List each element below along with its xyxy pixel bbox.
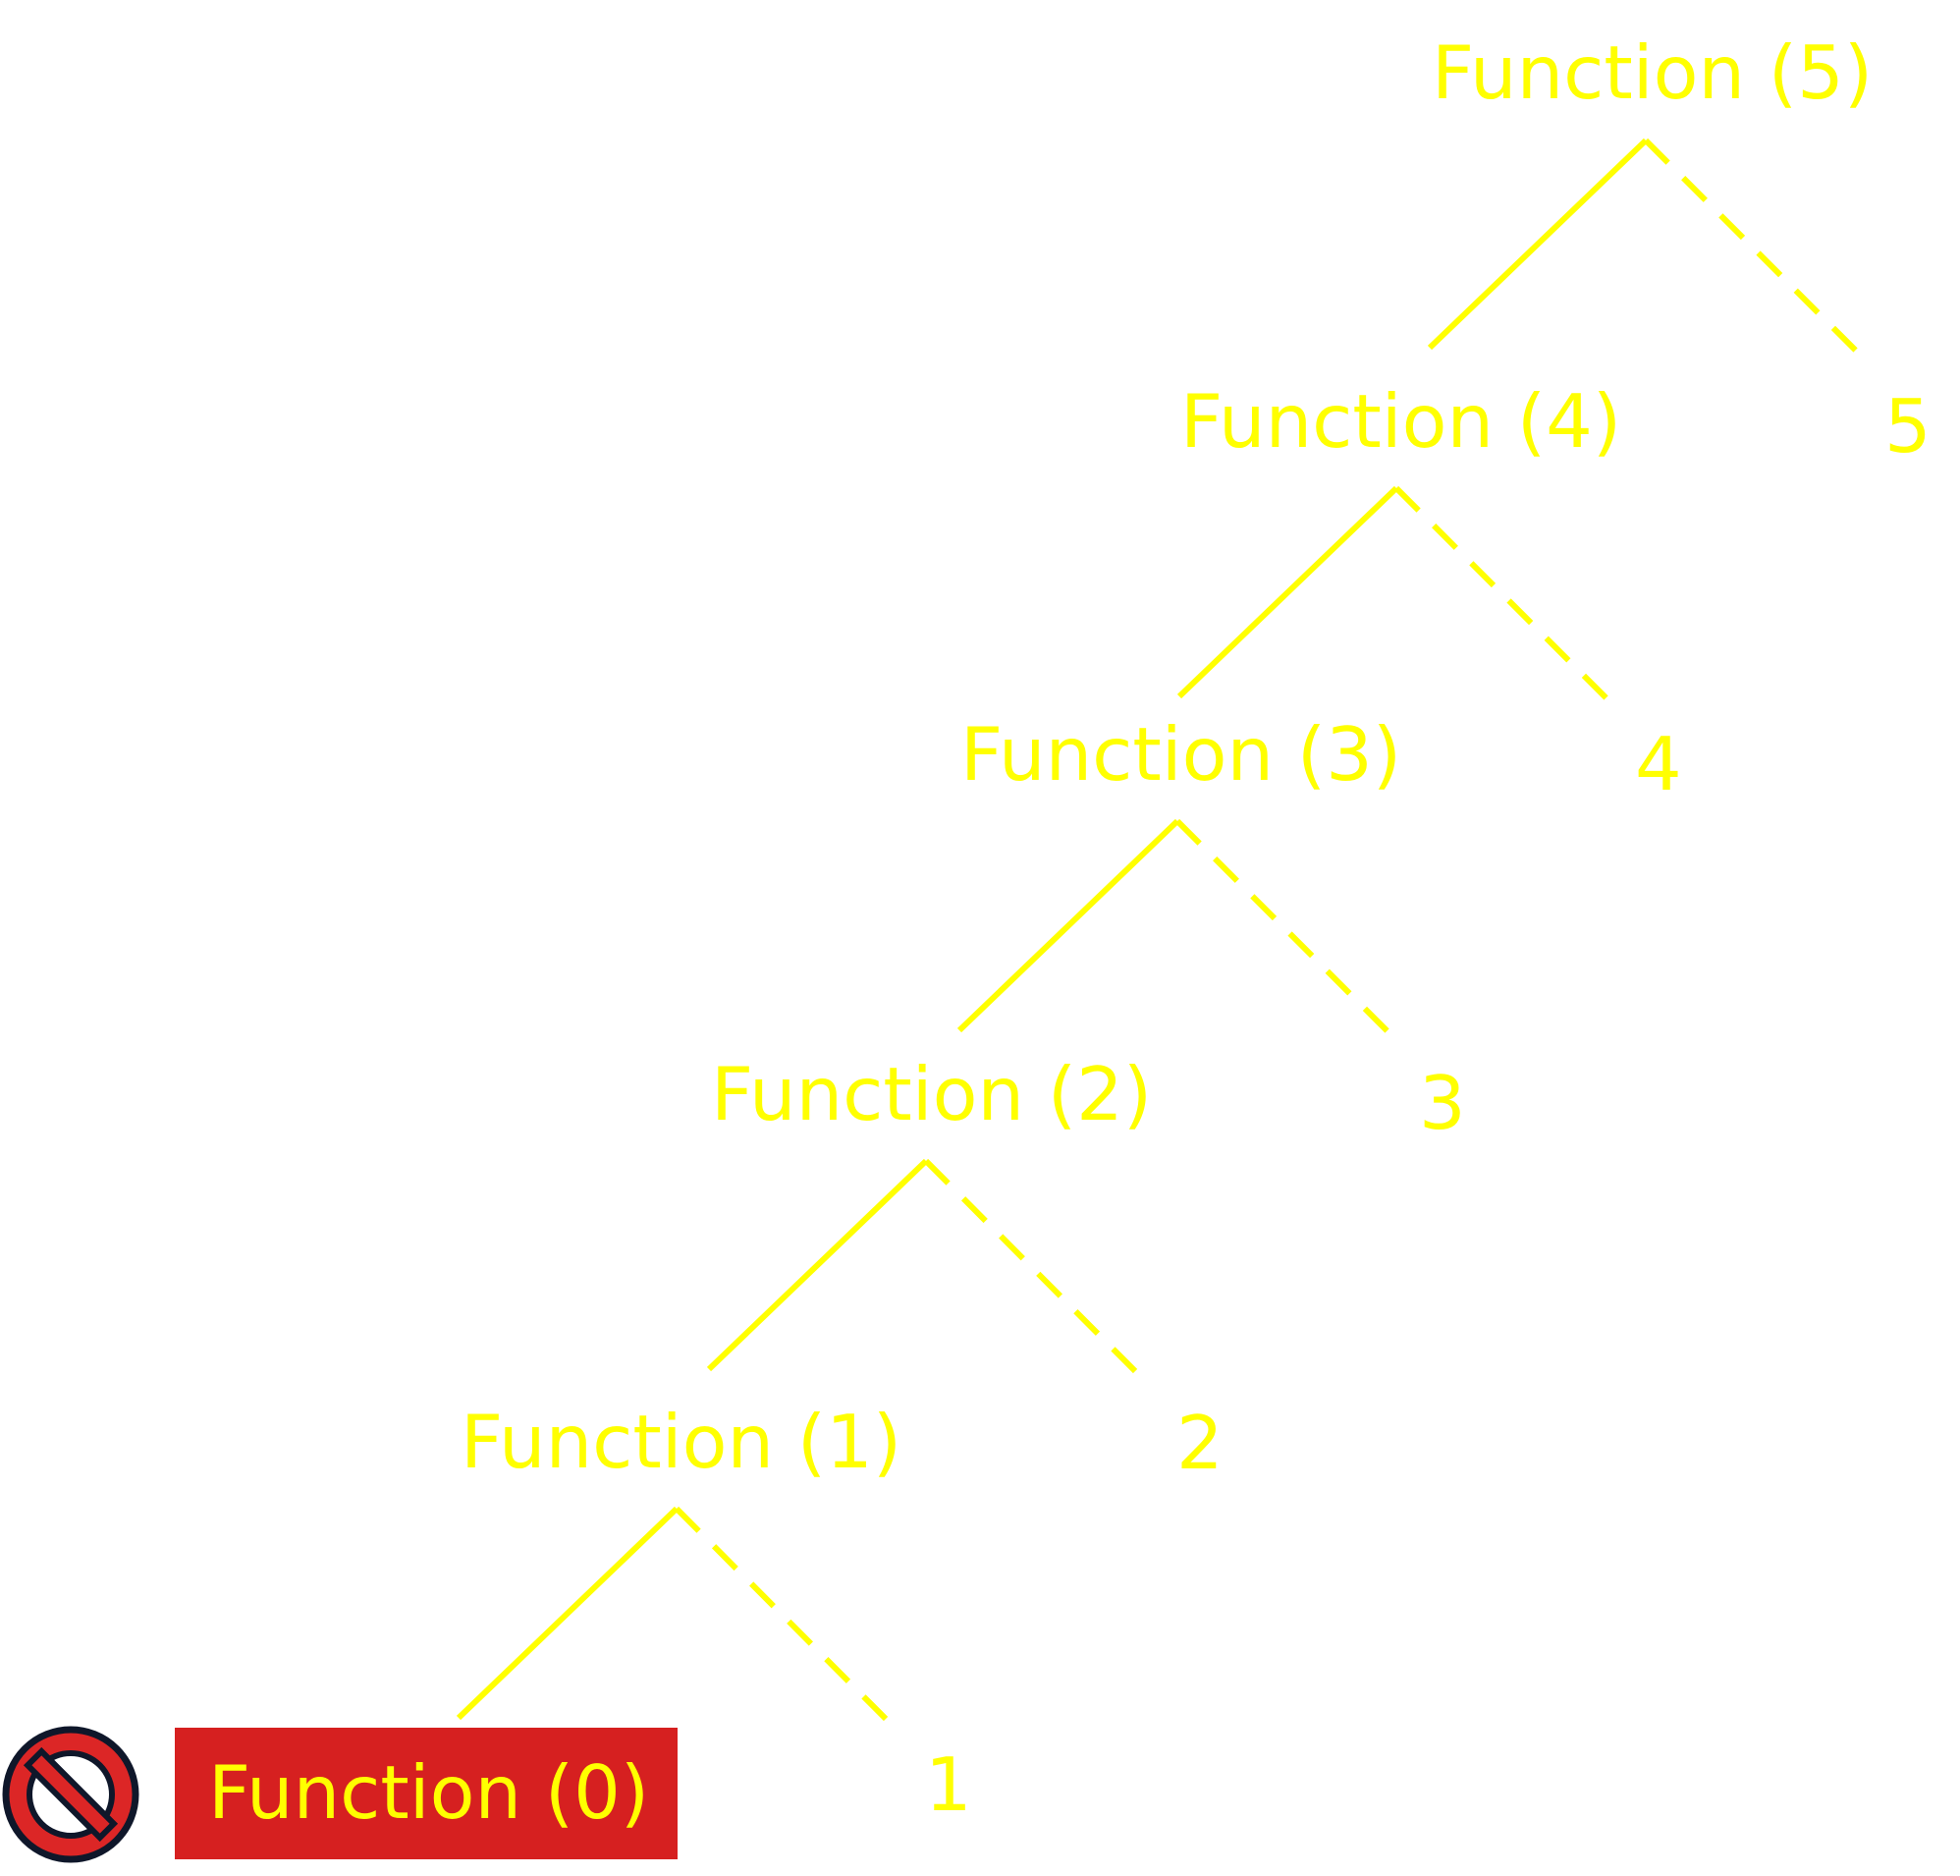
node-function-3: Function (3) [960,711,1402,798]
edge-f4-f3 [1176,485,1399,699]
node-function-1: Function (1) [461,1399,902,1485]
leaf-value-2: 2 [1176,1400,1224,1486]
leaf-value-1: 1 [925,1741,972,1828]
base-case-box [175,1728,678,1859]
edge-f5-f4 [1427,138,1649,351]
edge-f3-f2 [956,818,1180,1033]
edge-f1-f0 [456,1506,680,1721]
leaf-value-4: 4 [1635,721,1682,807]
node-function-4: Function (4) [1180,378,1622,465]
prohibited-icon [2,1726,139,1863]
leaf-value-3: 3 [1419,1060,1466,1146]
edge-f2-f1 [706,1158,929,1372]
edge-f5-v5 [1643,138,1865,359]
edge-f3-v3 [1174,818,1396,1040]
node-function-2: Function (2) [711,1051,1153,1137]
leaf-value-5: 5 [1884,383,1932,469]
node-function-0: Function (0) [208,1749,650,1836]
edge-f1-v1 [674,1506,895,1728]
edge-f2-v2 [923,1158,1145,1381]
node-function-5: Function (5) [1432,29,1874,116]
edge-f4-v4 [1393,485,1614,706]
